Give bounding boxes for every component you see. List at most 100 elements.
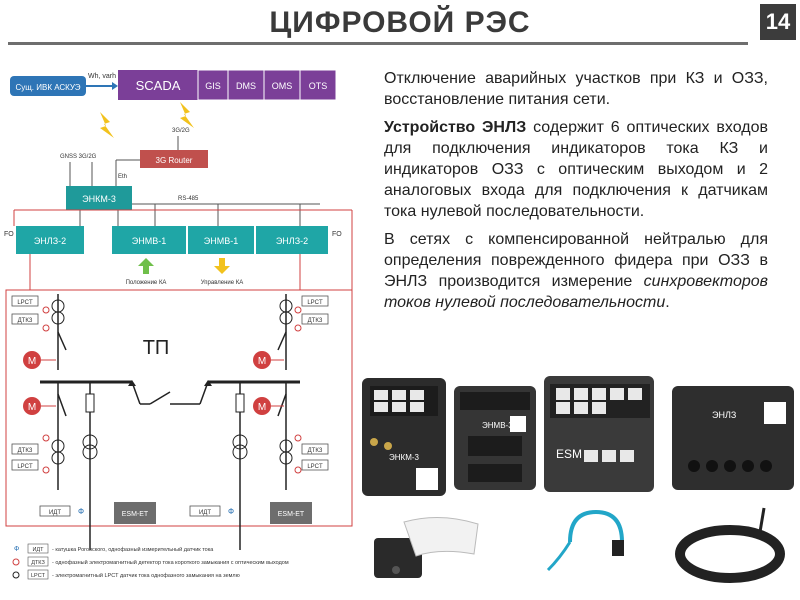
sensor-photo-rogowski bbox=[546, 509, 624, 572]
dtkz-label: ДТКЗ bbox=[308, 448, 323, 454]
legend-phi: Ф bbox=[14, 546, 19, 553]
idt-right bbox=[189, 505, 221, 517]
fo-left-label: FO bbox=[4, 231, 14, 238]
module-label: ЭНЛЗ-2 bbox=[34, 236, 66, 246]
module-enmv-1 bbox=[112, 226, 186, 254]
motor-icon bbox=[253, 351, 271, 369]
input-label: Положение КА bbox=[126, 280, 167, 286]
idt-label: ИДТ bbox=[199, 510, 211, 516]
sensor-photo-clamp bbox=[374, 516, 479, 578]
system-gis bbox=[197, 69, 229, 101]
module-label: ЭНЛЗ-2 bbox=[276, 236, 308, 246]
phi-label: Ф bbox=[228, 507, 234, 516]
legend-text: - катушка Роговского, однофазный измерит… bbox=[52, 546, 214, 553]
router-label: 3G Router bbox=[156, 156, 193, 165]
enkm-box bbox=[66, 186, 132, 210]
esm-left bbox=[114, 502, 156, 524]
device-label: ЭНКМ-3 bbox=[389, 453, 420, 462]
device-photo-enlz: ЭНЛЗ bbox=[672, 386, 794, 490]
output-arrow-icon bbox=[214, 258, 230, 274]
motor-label: M bbox=[258, 356, 266, 367]
router-net-label: 3G/2G bbox=[172, 128, 190, 134]
motor-icon bbox=[23, 397, 41, 415]
legend-text: - однофазный электромагнитный детектор т… bbox=[52, 559, 289, 566]
module-enmv-2 bbox=[188, 226, 254, 254]
gnss-label: GNSS 3G/2G bbox=[60, 154, 97, 160]
module-label: ЭНМВ-1 bbox=[204, 236, 238, 246]
esm-label: ESM-ET bbox=[122, 511, 149, 518]
device-photo-enkm: ЭНКМ-3 bbox=[362, 378, 446, 496]
dtkz-label: ДТКЗ bbox=[18, 318, 33, 324]
scada-label: SCADA bbox=[136, 78, 181, 93]
sensor-photo-coil bbox=[675, 507, 785, 583]
dtkz-left-bottom bbox=[11, 443, 39, 455]
lpct-label: LPCT bbox=[17, 300, 33, 306]
lpct-label: LPCT bbox=[17, 464, 33, 470]
system-ots bbox=[299, 69, 337, 101]
device-photo-esm: ESM bbox=[544, 376, 654, 492]
device-label: ЭНМВ-3 bbox=[482, 421, 513, 430]
lpct-right-bottom bbox=[301, 459, 329, 471]
tp-label: ТП bbox=[143, 337, 170, 359]
system-ots-label: OTS bbox=[309, 81, 328, 91]
paragraph-3-body: В сетях с компенсированной нейтралью для… bbox=[384, 231, 768, 290]
motor-label: M bbox=[258, 402, 266, 413]
page-number-badge: 14 bbox=[760, 4, 796, 40]
eth-label: Eth bbox=[118, 174, 127, 180]
ext-askue-box bbox=[10, 76, 86, 96]
legend-symbol: ИДТ bbox=[32, 547, 44, 553]
idt-left bbox=[39, 505, 71, 517]
system-oms bbox=[263, 69, 301, 101]
esm-right bbox=[270, 502, 312, 524]
paragraph-3: В сетях с компенсированной нейтралью для… bbox=[384, 229, 768, 313]
router-box bbox=[140, 150, 208, 168]
lpct-left-top bbox=[11, 295, 39, 307]
dtkz-right-bottom bbox=[301, 443, 329, 455]
device-name: Устройство ЭНЛЗ bbox=[384, 119, 527, 136]
output-label: Управление КА bbox=[201, 280, 244, 286]
phi-label: Ф bbox=[78, 507, 84, 516]
substation-boundary bbox=[5, 289, 353, 527]
system-dms-label: DMS bbox=[236, 81, 256, 91]
scada-box bbox=[118, 70, 198, 100]
motor-icon bbox=[253, 397, 271, 415]
paragraph-3-italic: синхровекторов токов нулевой последовате… bbox=[384, 273, 768, 311]
input-arrow-icon bbox=[138, 258, 154, 274]
link-label: Wh, varh bbox=[88, 73, 116, 80]
dtkz-right-top bbox=[301, 313, 329, 325]
fo-right-label: FO bbox=[332, 231, 342, 238]
idt-label: ИДТ bbox=[49, 510, 61, 516]
motor-label: M bbox=[28, 402, 36, 413]
legend-symbol: ДТКЗ bbox=[31, 560, 45, 566]
dtkz-label: ДТКЗ bbox=[308, 318, 323, 324]
lightning-icon bbox=[100, 112, 114, 138]
paragraph-3-end: . bbox=[665, 294, 670, 311]
title-divider bbox=[8, 42, 748, 45]
system-oms-label: OMS bbox=[272, 81, 293, 91]
device-photo-enmv: ЭНМВ-3 bbox=[454, 386, 536, 490]
motor-label: M bbox=[28, 356, 36, 367]
paragraph-2: Устройство ЭНЛЗ содержит 6 оптических вх… bbox=[384, 117, 768, 222]
esm-label: ESM-ET bbox=[278, 511, 305, 518]
device-label: ЭНЛЗ bbox=[712, 410, 736, 420]
legend-text: - электромагнитный LPCT датчик тока одно… bbox=[52, 572, 240, 579]
system-gis-label: GIS bbox=[205, 81, 221, 91]
dtkz-left-top bbox=[11, 313, 39, 325]
dtkz-label: ДТКЗ bbox=[18, 448, 33, 454]
motor-icon bbox=[23, 351, 41, 369]
module-enlz-right bbox=[256, 226, 328, 254]
description-text: Отключение аварийных участков при КЗ и О… bbox=[384, 68, 768, 320]
ext-askue-label: Сущ. ИВК АСКУЭ bbox=[15, 83, 80, 92]
lpct-label: LPCT bbox=[307, 464, 323, 470]
paragraph-2-body: содержит 6 оптических входов для подключ… bbox=[384, 119, 769, 220]
legend-symbol: LPCT bbox=[31, 573, 46, 579]
rs485-label: RS-485 bbox=[178, 196, 199, 202]
paragraph-1: Отключение аварийных участков при КЗ и О… bbox=[384, 70, 768, 108]
module-enlz-left bbox=[16, 226, 84, 254]
device-photos: ЭНКМ-3 ЭНМВ-3 ESM ЭНЛЗ bbox=[362, 376, 794, 583]
enkm-label: ЭНКМ-3 bbox=[82, 194, 116, 204]
device-label: ESM bbox=[556, 447, 582, 461]
lpct-label: LPCT bbox=[307, 300, 323, 306]
lpct-left-bottom bbox=[11, 459, 39, 471]
lpct-right-top bbox=[301, 295, 329, 307]
